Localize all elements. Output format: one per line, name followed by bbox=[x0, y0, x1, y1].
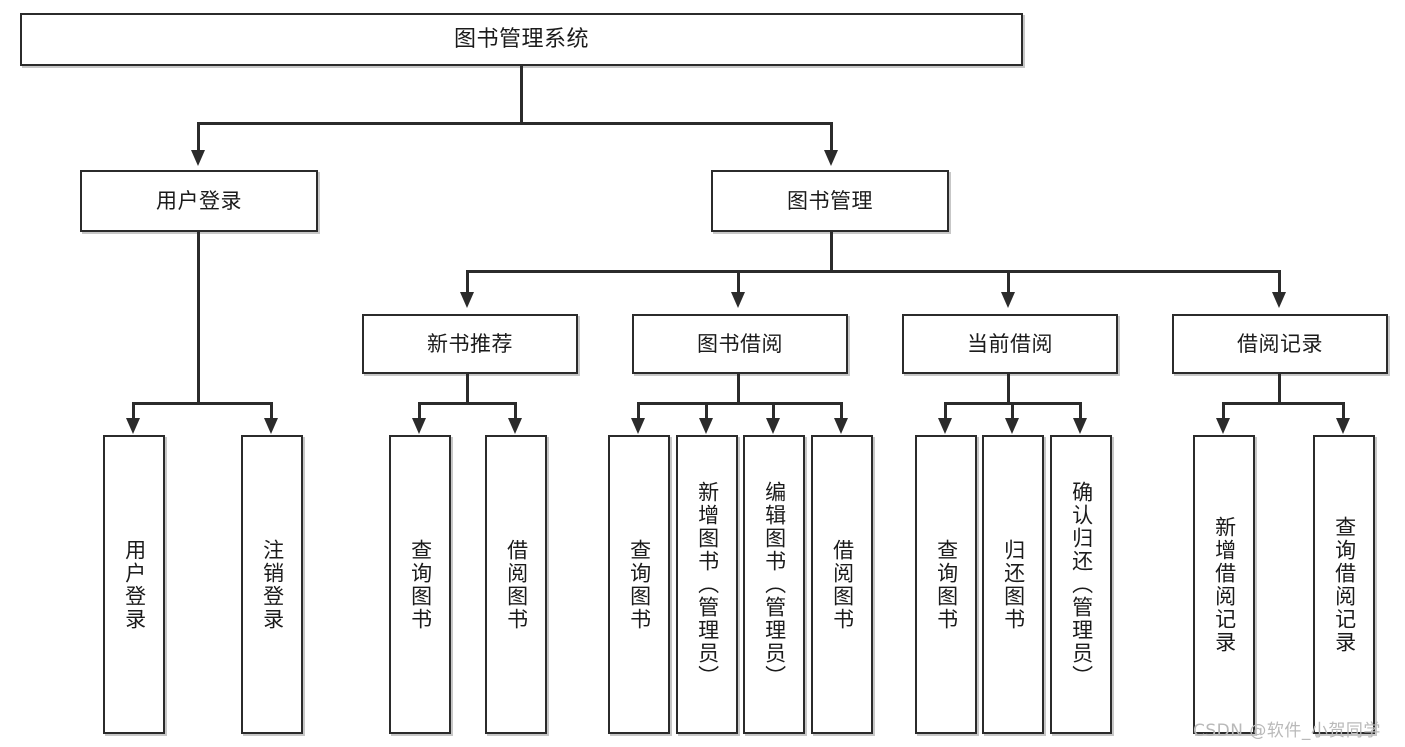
connector-borrow-record-stem bbox=[1278, 374, 1281, 404]
leaf-borrow-record-2[interactable]: 查询借阅记录 bbox=[1313, 435, 1375, 734]
connector-cb-to-leaf-1 bbox=[944, 402, 947, 420]
leaf-current-borrow-3[interactable]: 确认归还（管理员） bbox=[1050, 435, 1112, 734]
arrow-bm-to-book-borrow bbox=[731, 292, 745, 308]
node-label: 新书推荐 bbox=[427, 331, 513, 356]
connector-book-management-stem bbox=[830, 232, 833, 272]
arrow-bm-to-current-borrow bbox=[1001, 292, 1015, 308]
arrow-bb-to-leaf-4 bbox=[834, 418, 848, 434]
node-user-login[interactable]: 用户登录 bbox=[80, 170, 318, 232]
node-label: 用户登录 bbox=[122, 538, 147, 631]
arrow-bb-to-leaf-3 bbox=[766, 418, 780, 434]
connector-user-login-bus bbox=[132, 402, 270, 405]
connector-root-bus bbox=[197, 122, 833, 125]
node-label: 借阅记录 bbox=[1237, 331, 1323, 356]
leaf-new-book-2[interactable]: 借阅图书 bbox=[485, 435, 547, 734]
arrow-user-login-to-leaf-1 bbox=[126, 418, 140, 434]
node-label: 注销登录 bbox=[260, 538, 285, 631]
node-new-book-recommend[interactable]: 新书推荐 bbox=[362, 314, 578, 374]
connector-cb-to-leaf-3 bbox=[1079, 402, 1082, 420]
leaf-book-borrow-2[interactable]: 新增图书（管理员） bbox=[676, 435, 738, 734]
connector-new-book-bus bbox=[418, 402, 514, 405]
node-label: 新增借阅记录 bbox=[1212, 515, 1237, 654]
connector-new-book-to-leaf-2 bbox=[514, 402, 517, 420]
connector-root-to-user-login bbox=[197, 122, 200, 152]
connector-book-borrow-stem bbox=[737, 374, 740, 404]
node-label: 借阅图书 bbox=[504, 538, 529, 631]
connector-br-to-leaf-2 bbox=[1342, 402, 1345, 420]
arrow-root-to-book-management bbox=[824, 150, 838, 166]
connector-bb-to-leaf-1 bbox=[637, 402, 640, 420]
node-label: 图书借阅 bbox=[697, 331, 783, 356]
connector-br-to-leaf-1 bbox=[1222, 402, 1225, 420]
arrow-bm-to-borrow-record bbox=[1272, 292, 1286, 308]
node-label: 用户登录 bbox=[156, 188, 242, 213]
arrow-user-login-to-leaf-2 bbox=[264, 418, 278, 434]
connector-current-borrow-stem bbox=[1007, 374, 1010, 404]
connector-bb-to-leaf-2 bbox=[705, 402, 708, 420]
node-label: 查询图书 bbox=[934, 538, 959, 631]
leaf-new-book-1[interactable]: 查询图书 bbox=[389, 435, 451, 734]
connector-bb-to-leaf-3 bbox=[772, 402, 775, 420]
leaf-user-login-1[interactable]: 用户登录 bbox=[103, 435, 165, 734]
node-label: 图书管理 bbox=[787, 188, 873, 213]
leaf-user-login-2[interactable]: 注销登录 bbox=[241, 435, 303, 734]
connector-book-borrow-bus bbox=[637, 402, 842, 405]
connector-root-stem bbox=[520, 66, 523, 124]
arrow-new-book-to-leaf-2 bbox=[508, 418, 522, 434]
arrow-cb-to-leaf-1 bbox=[938, 418, 952, 434]
connector-cb-to-leaf-2 bbox=[1011, 402, 1014, 420]
node-label: 当前借阅 bbox=[967, 331, 1053, 356]
connector-bb-to-leaf-4 bbox=[840, 402, 843, 420]
arrow-cb-to-leaf-2 bbox=[1005, 418, 1019, 434]
connector-bm-to-new-book bbox=[466, 270, 469, 294]
arrow-cb-to-leaf-3 bbox=[1073, 418, 1087, 434]
node-label: 新增图书（管理员） bbox=[695, 481, 720, 688]
arrow-root-to-user-login bbox=[191, 150, 205, 166]
leaf-current-borrow-1[interactable]: 查询图书 bbox=[915, 435, 977, 734]
leaf-book-borrow-1[interactable]: 查询图书 bbox=[608, 435, 670, 734]
arrow-bm-to-new-book bbox=[460, 292, 474, 308]
node-label: 查询图书 bbox=[627, 538, 652, 631]
arrow-br-to-leaf-1 bbox=[1216, 418, 1230, 434]
node-current-borrow[interactable]: 当前借阅 bbox=[902, 314, 1118, 374]
leaf-book-borrow-4[interactable]: 借阅图书 bbox=[811, 435, 873, 734]
node-label: 借阅图书 bbox=[830, 538, 855, 631]
connector-bm-to-borrow-record bbox=[1278, 270, 1281, 294]
connector-book-management-bus bbox=[466, 270, 1280, 273]
node-label: 查询图书 bbox=[408, 538, 433, 631]
node-root-book-management-system[interactable]: 图书管理系统 bbox=[20, 13, 1023, 66]
node-label: 编辑图书（管理员） bbox=[762, 481, 787, 688]
connector-bm-to-book-borrow bbox=[737, 270, 740, 294]
arrow-br-to-leaf-2 bbox=[1336, 418, 1350, 434]
arrow-new-book-to-leaf-1 bbox=[412, 418, 426, 434]
connector-new-book-to-leaf-1 bbox=[418, 402, 421, 420]
csdn-watermark: CSDN @软件_小贺同学 bbox=[1193, 721, 1381, 741]
connector-borrow-record-bus bbox=[1222, 402, 1342, 405]
connector-root-to-book-management bbox=[830, 122, 833, 152]
connector-user-login-to-leaf-1 bbox=[132, 402, 135, 420]
arrow-bb-to-leaf-2 bbox=[699, 418, 713, 434]
node-borrow-record[interactable]: 借阅记录 bbox=[1172, 314, 1388, 374]
node-label: 确认归还（管理员） bbox=[1069, 481, 1094, 688]
node-label: 归还图书 bbox=[1001, 538, 1026, 631]
leaf-current-borrow-2[interactable]: 归还图书 bbox=[982, 435, 1044, 734]
connector-user-login-to-leaf-2 bbox=[270, 402, 273, 420]
node-book-management[interactable]: 图书管理 bbox=[711, 170, 949, 232]
leaf-book-borrow-3[interactable]: 编辑图书（管理员） bbox=[743, 435, 805, 734]
connector-user-login-stem bbox=[197, 232, 200, 404]
node-book-borrow[interactable]: 图书借阅 bbox=[632, 314, 848, 374]
node-label: 图书管理系统 bbox=[453, 26, 589, 52]
leaf-borrow-record-1[interactable]: 新增借阅记录 bbox=[1193, 435, 1255, 734]
arrow-bb-to-leaf-1 bbox=[631, 418, 645, 434]
connector-bm-to-current-borrow bbox=[1007, 270, 1010, 294]
node-label: 查询借阅记录 bbox=[1332, 515, 1357, 654]
connector-new-book-stem bbox=[466, 374, 469, 404]
